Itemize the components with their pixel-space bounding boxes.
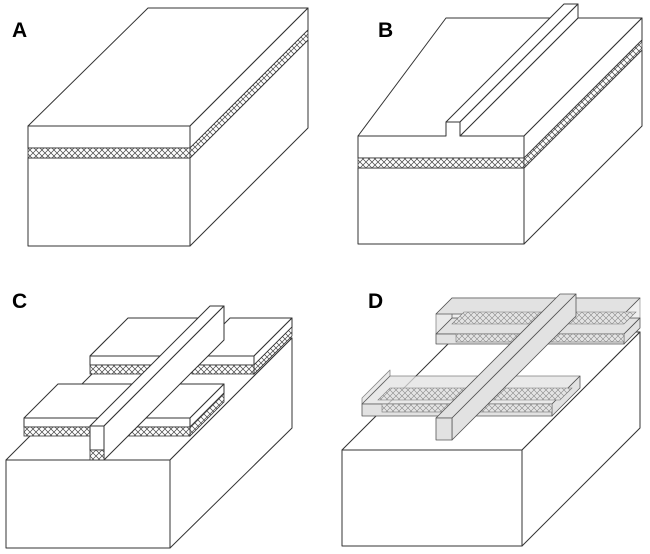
panel-b: B (357, 3, 643, 245)
ridge-d (435, 293, 577, 441)
panel-d: D (341, 290, 641, 547)
panel-label-b: B (378, 19, 393, 42)
panel-label-a: A (12, 19, 27, 42)
hatched-layer-b (357, 39, 643, 169)
substrate-block-a (27, 7, 309, 247)
panel-a: A (12, 7, 309, 247)
ridge-b (445, 3, 579, 137)
ridge-c (89, 305, 225, 461)
panel-label-d: D (368, 290, 383, 313)
hatched-layer-a (27, 29, 309, 159)
panel-c: C (5, 290, 293, 549)
panel-label-c: C (12, 290, 27, 313)
substrate-block-b (357, 17, 643, 245)
